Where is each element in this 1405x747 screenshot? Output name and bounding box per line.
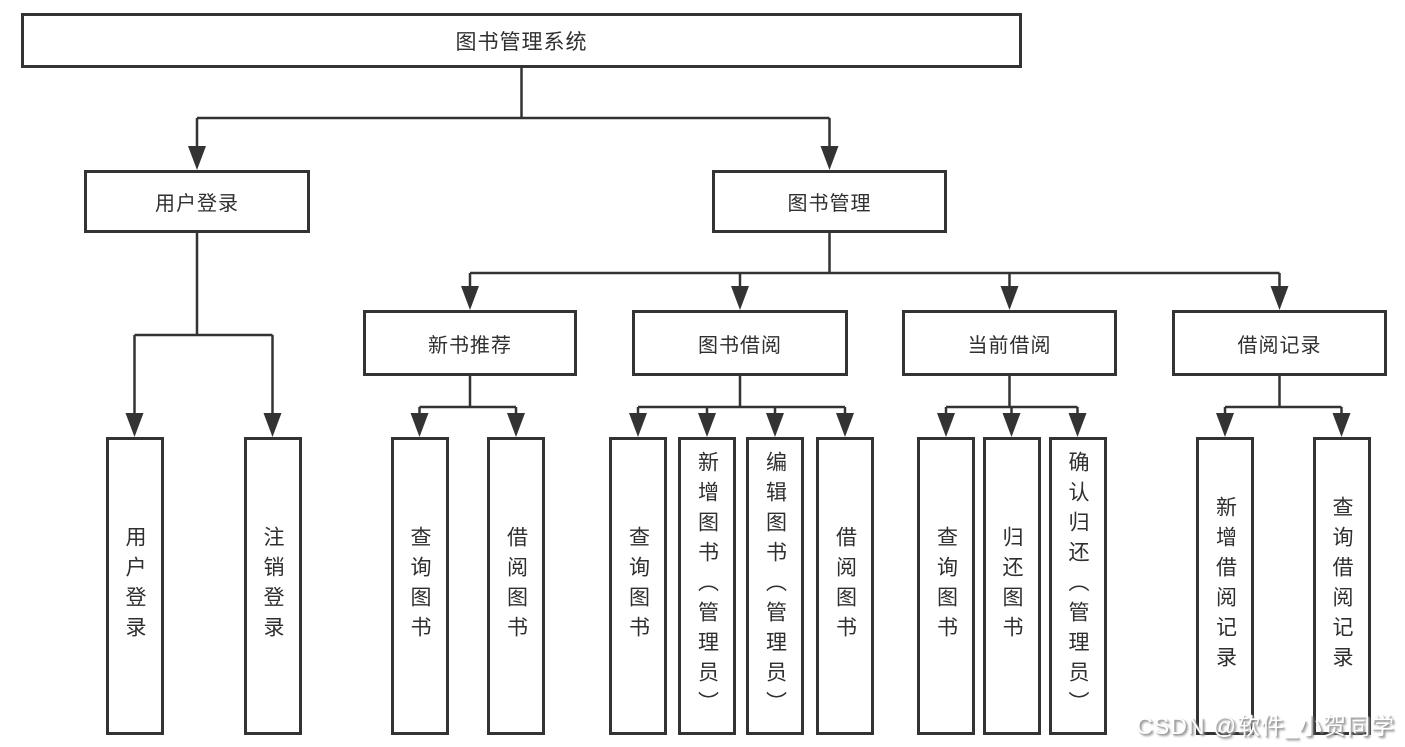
arrowheads [125, 146, 1351, 437]
leaf-bb-borrow-books: 借阅图书 [816, 437, 874, 735]
node-user-login: 用户登录 [84, 170, 310, 233]
arrowhead-icon [461, 286, 479, 310]
leaf-br-add-record-label: 新增借阅记录 [1213, 496, 1237, 676]
node-current-borrow-label: 当前借阅 [967, 334, 1052, 357]
arrowhead-icon [836, 413, 854, 437]
leaf-cb-confirm-return: 确认归还（管理员） [1048, 437, 1107, 735]
leaf-logout-label: 注销登录 [261, 526, 284, 646]
node-new-books: 新书推荐 [363, 310, 577, 376]
leaf-br-query-record: 查询借阅记录 [1312, 437, 1371, 735]
csdn-watermark: CSDN @软件_小贺同学 [1136, 713, 1395, 739]
connector-path [636, 376, 847, 433]
leaf-bb-edit-books: 编辑图书（管理员） [746, 437, 804, 735]
arrowhead-icon [731, 286, 749, 310]
leaf-bb-add-books: 新增图书（管理员） [678, 437, 736, 735]
leaf-nb-borrow-books-label: 借阅图书 [504, 526, 528, 646]
node-new-books-label: 新书推荐 [428, 334, 512, 357]
leaf-cb-return-books-label: 归还图书 [1000, 526, 1023, 646]
arrowhead-icon [1068, 413, 1087, 437]
leaf-user-login: 用户登录 [105, 437, 164, 735]
arrowhead-icon [937, 413, 955, 437]
node-user-login-label: 用户登录 [155, 193, 239, 215]
node-book-borrow-label: 图书借阅 [698, 334, 782, 357]
connector-path [1223, 376, 1343, 433]
node-book-borrow: 图书借阅 [632, 310, 848, 376]
connector-path [133, 233, 274, 433]
arrowhead-icon [629, 413, 647, 437]
arrowhead-icon [410, 413, 429, 437]
arrowhead-icon [1000, 286, 1019, 310]
leaf-br-add-record: 新增借阅记录 [1196, 437, 1254, 735]
leaf-nb-borrow-books: 借阅图书 [487, 437, 545, 735]
leaf-bb-edit-books-label: 编辑图书（管理员） [763, 451, 787, 721]
leaf-cb-query-books: 查询图书 [917, 437, 975, 735]
arrowhead-icon [125, 413, 144, 437]
leaf-user-login-label: 用户登录 [123, 526, 146, 646]
leaf-bb-query-books: 查询图书 [609, 437, 667, 735]
node-book-mgmt-label: 图书管理 [787, 193, 872, 215]
arrowhead-icon [1332, 413, 1351, 437]
arrowhead-icon [507, 413, 525, 437]
leaf-nb-query-books-label: 查询图书 [408, 526, 431, 646]
leaf-nb-query-books: 查询图书 [390, 437, 449, 735]
arrowhead-icon [820, 146, 839, 170]
node-root: 图书管理系统 [21, 13, 1022, 68]
leaf-bb-query-books-label: 查询图书 [626, 526, 650, 646]
arrowhead-icon [263, 413, 282, 437]
connector-path [195, 68, 831, 166]
leaf-cb-query-books-label: 查询图书 [934, 526, 958, 646]
node-borrow-records-label: 借阅记录 [1237, 334, 1322, 357]
connector-path [468, 233, 1281, 306]
arrowhead-icon [1270, 286, 1289, 310]
arrowhead-icon [1216, 413, 1234, 437]
arrowhead-icon [1002, 413, 1021, 437]
leaf-logout: 注销登录 [243, 437, 302, 735]
node-book-mgmt: 图书管理 [712, 170, 947, 233]
node-root-label: 图书管理系统 [455, 30, 588, 54]
leaf-cb-return-books: 归还图书 [982, 437, 1041, 735]
arrowhead-icon [766, 413, 784, 437]
arrowhead-icon [188, 146, 206, 170]
leaf-br-query-record-label: 查询借阅记录 [1330, 496, 1353, 676]
leaf-bb-add-books-label: 新增图书（管理员） [695, 451, 719, 721]
node-current-borrow: 当前借阅 [902, 310, 1117, 376]
arrowhead-icon [698, 413, 716, 437]
connector-lines [133, 68, 1343, 433]
leaf-bb-borrow-books-label: 借阅图书 [833, 526, 857, 646]
node-borrow-records: 借阅记录 [1172, 310, 1387, 376]
leaf-cb-confirm-return-label: 确认归还（管理员） [1066, 451, 1089, 721]
connector-path [418, 376, 518, 433]
